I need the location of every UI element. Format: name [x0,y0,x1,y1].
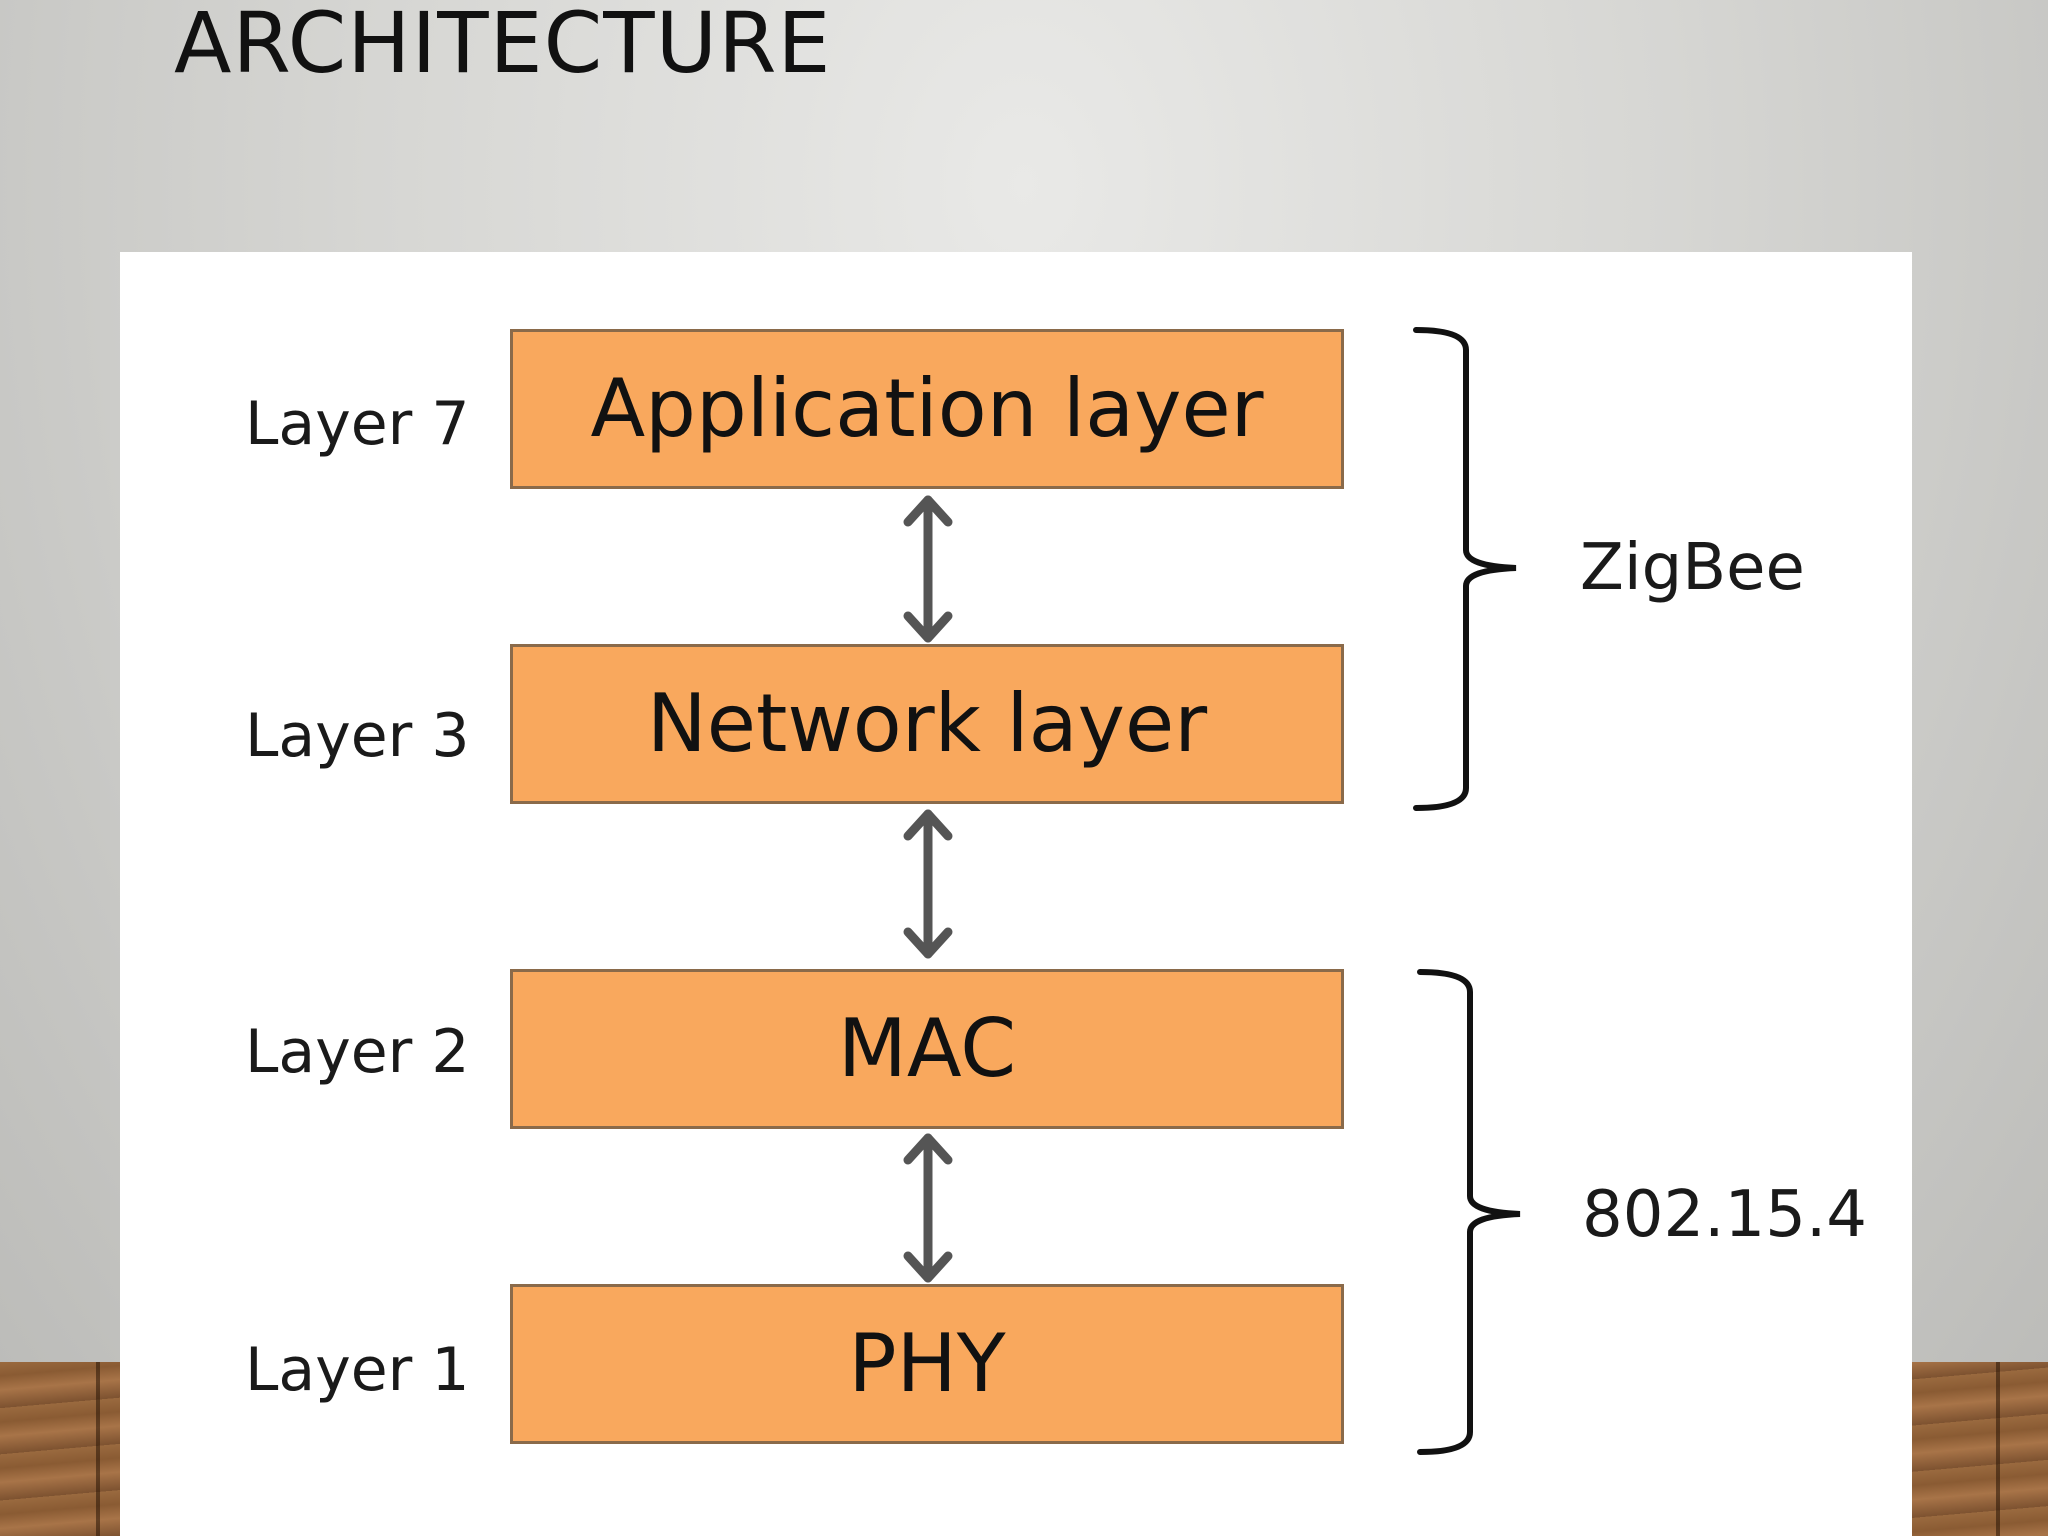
application-layer-block: Application layer [510,329,1344,489]
network-layer-block: Network layer [510,644,1344,804]
mac-layer-text: MAC [837,1002,1017,1095]
layer-2-label: Layer 2 [245,1017,470,1087]
layer-3-label: Layer 3 [245,701,470,771]
layer-1-label: Layer 1 [245,1335,470,1405]
mac-layer-block: MAC [510,969,1344,1129]
phy-layer-text: PHY [848,1317,1006,1410]
slide-title: ARCHITECTURE [174,0,832,92]
phy-layer-block: PHY [510,1284,1344,1444]
layer-7-label: Layer 7 [245,389,470,459]
application-layer-text: Application layer [590,362,1264,455]
ieee-802-15-4-group-label: 802.15.4 [1582,1178,1867,1252]
zigbee-group-label: ZigBee [1580,531,1805,605]
network-layer-text: Network layer [646,677,1208,770]
